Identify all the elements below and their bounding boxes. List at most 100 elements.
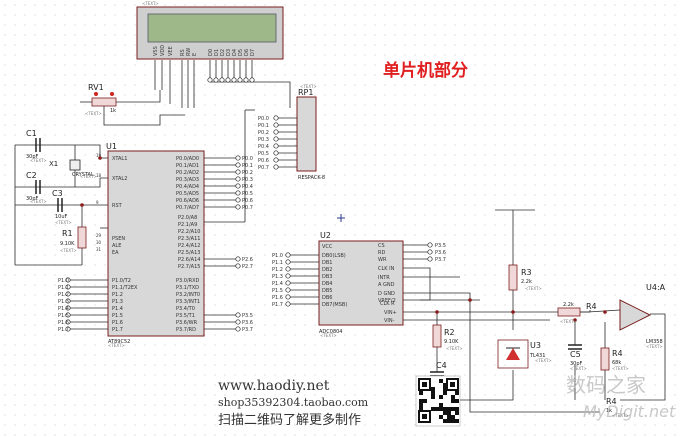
mcu-u1[interactable]: U1 AT89C52 XTAL119XTAL218RST9PSEN29ALE30… [96, 142, 205, 345]
u2-data-terminal[interactable] [285, 294, 291, 300]
u1-p3-terminal[interactable] [235, 326, 241, 332]
u2-data-terminal[interactable] [285, 273, 291, 279]
u1-p0-terminal[interactable] [235, 176, 241, 182]
u3-value: TL431 [529, 353, 545, 359]
junction-dot [573, 318, 577, 322]
u1-p0-terminal[interactable] [235, 204, 241, 210]
u1-p1-terminal[interactable] [65, 326, 71, 332]
rv1-value: 1k [110, 108, 116, 114]
rp1-net-terminal[interactable] [273, 136, 279, 142]
u2-data-terminal[interactable] [285, 287, 291, 293]
lcd-data-terminal[interactable] [213, 77, 219, 83]
x1-crystal[interactable]: X1 CRYSTAL [49, 159, 94, 178]
lcd-data-terminal[interactable] [207, 77, 213, 83]
u1-p2-terminal[interactable] [235, 263, 241, 269]
u1-p0-net-label: P0.5 [242, 191, 253, 197]
u2-data-pin-name: DB5 [322, 288, 332, 294]
r4-ground-resistor[interactable]: R4 1k [606, 397, 617, 414]
rv1-label: RV1 [88, 83, 104, 92]
c1-capacitor[interactable]: C1 30pF [26, 129, 41, 160]
u1-p0-pin-name: P0.4/AD4 [176, 184, 199, 190]
u1-p3-pin-name: P3.1/TXD [176, 285, 199, 291]
u2-data-terminal[interactable] [285, 280, 291, 286]
u4-label: U4:A [646, 283, 666, 292]
rp1-net-terminal[interactable] [273, 164, 279, 170]
rp1-net-terminal[interactable] [273, 157, 279, 163]
r1-resistor[interactable]: R1 9.10K [60, 226, 87, 249]
lcd-data-terminal[interactable] [249, 77, 255, 83]
u2-data-terminal[interactable] [285, 252, 291, 258]
r4c-value: 1k [606, 408, 612, 414]
u2-data-pin-name: DB4 [322, 281, 332, 287]
u1-p0-terminal[interactable] [235, 162, 241, 168]
u2-ctrl-terminal[interactable] [427, 242, 433, 248]
u2-data-terminal[interactable] [285, 259, 291, 265]
u1-p2-terminal[interactable] [235, 256, 241, 262]
u1-p3-terminal[interactable] [235, 312, 241, 318]
text-placeholder: <TEXT> [570, 366, 587, 371]
c5-capacitor[interactable]: C5 30pF [568, 344, 583, 367]
u1-p2-pin-name: P2.4/A12 [178, 243, 200, 249]
u1-p0-terminal[interactable] [235, 183, 241, 189]
u1-p1-terminal[interactable] [65, 284, 71, 290]
lcd-data-terminal[interactable] [231, 77, 237, 83]
rp1-net-terminal[interactable] [273, 115, 279, 121]
c5-value: 30pF [570, 361, 583, 367]
u1-p3-terminal[interactable] [235, 319, 241, 325]
u1-p1-terminal[interactable] [65, 291, 71, 297]
u1-p1-terminal[interactable] [65, 312, 71, 318]
u2-data-net-label: P1.4 [272, 281, 283, 287]
u1-p1-terminal[interactable] [65, 298, 71, 304]
adc-u2[interactable]: U2 ADC0804 VCC DB0(LSB)DB1DB2DB3DB4DB5DB… [318, 231, 404, 335]
u1-p0-terminal[interactable] [235, 197, 241, 203]
u2-data-terminal[interactable] [285, 266, 291, 272]
rp1-net-terminal[interactable] [273, 122, 279, 128]
u1-p3-pin-name: P3.6/WR [176, 320, 198, 326]
watermark-scan: 扫描二维码了解更多制作 [218, 412, 361, 428]
lcd-data-terminal[interactable] [237, 77, 243, 83]
u2-data-terminal[interactable] [285, 301, 291, 307]
rp1-net-terminal[interactable] [273, 150, 279, 156]
u1-pin-name: EA [112, 250, 119, 256]
u1-pin-name: RST [112, 203, 123, 209]
lcd-data-bus [154, 60, 291, 108]
text-placeholder: <TEXT> [446, 346, 463, 351]
r2-resistor[interactable]: R2 9.10K [432, 324, 459, 348]
text-placeholder: <TEXT> [320, 333, 337, 338]
r4a-value: 2.2k [563, 302, 574, 308]
u1-p0-terminal[interactable] [235, 190, 241, 196]
u3-tl431[interactable]: U3 TL431 [497, 339, 545, 369]
lcd-data-terminal[interactable] [243, 77, 249, 83]
u1-p0-terminal[interactable] [235, 155, 241, 161]
r4a-label: R4 [586, 302, 597, 311]
r4c-label: R4 [606, 397, 617, 406]
u1-p1-terminal[interactable] [65, 277, 71, 283]
lcd-data-terminal[interactable] [219, 77, 225, 83]
u1-p0-terminal[interactable] [235, 169, 241, 175]
r4b-value: 68k [612, 360, 621, 366]
r4-feedback-resistor[interactable]: R4 68k [600, 347, 623, 371]
u1-p1-terminal[interactable] [65, 319, 71, 325]
u1-part: AT89C52 [108, 339, 130, 345]
rp1-net-label: P0.7 [258, 165, 269, 171]
r4-series-resistor[interactable]: R4 2.2k [557, 302, 597, 317]
u1-p1-terminal[interactable] [65, 305, 71, 311]
lcd-data-terminal[interactable] [225, 77, 231, 83]
rp1-net-terminal[interactable] [273, 129, 279, 135]
u1-pin-number: 9 [96, 200, 99, 205]
x1-label: X1 [49, 160, 58, 168]
rp1-respack[interactable]: RP1 RESPACK-8 P0.0P0.1P0.2P0.3P0.4P0.5P0… [258, 88, 325, 181]
rp1-net-terminal[interactable] [273, 143, 279, 149]
c3-capacitor[interactable]: C3 10uF [52, 189, 68, 220]
u2-ctrl-terminal[interactable] [427, 256, 433, 262]
u1-p2-pin-name: P2.2/A10 [178, 229, 200, 235]
r3-resistor[interactable]: R3 2.2k [508, 264, 532, 291]
u2-ctrl-terminal[interactable] [427, 249, 433, 255]
c2-capacitor[interactable]: C2 30pF [26, 171, 41, 202]
lcd-pin-label: D6 [244, 49, 250, 56]
u1-p1-pin-name: P1.0/T2 [112, 278, 131, 284]
u4-opamp[interactable]: U4:A LM358 [619, 283, 666, 345]
